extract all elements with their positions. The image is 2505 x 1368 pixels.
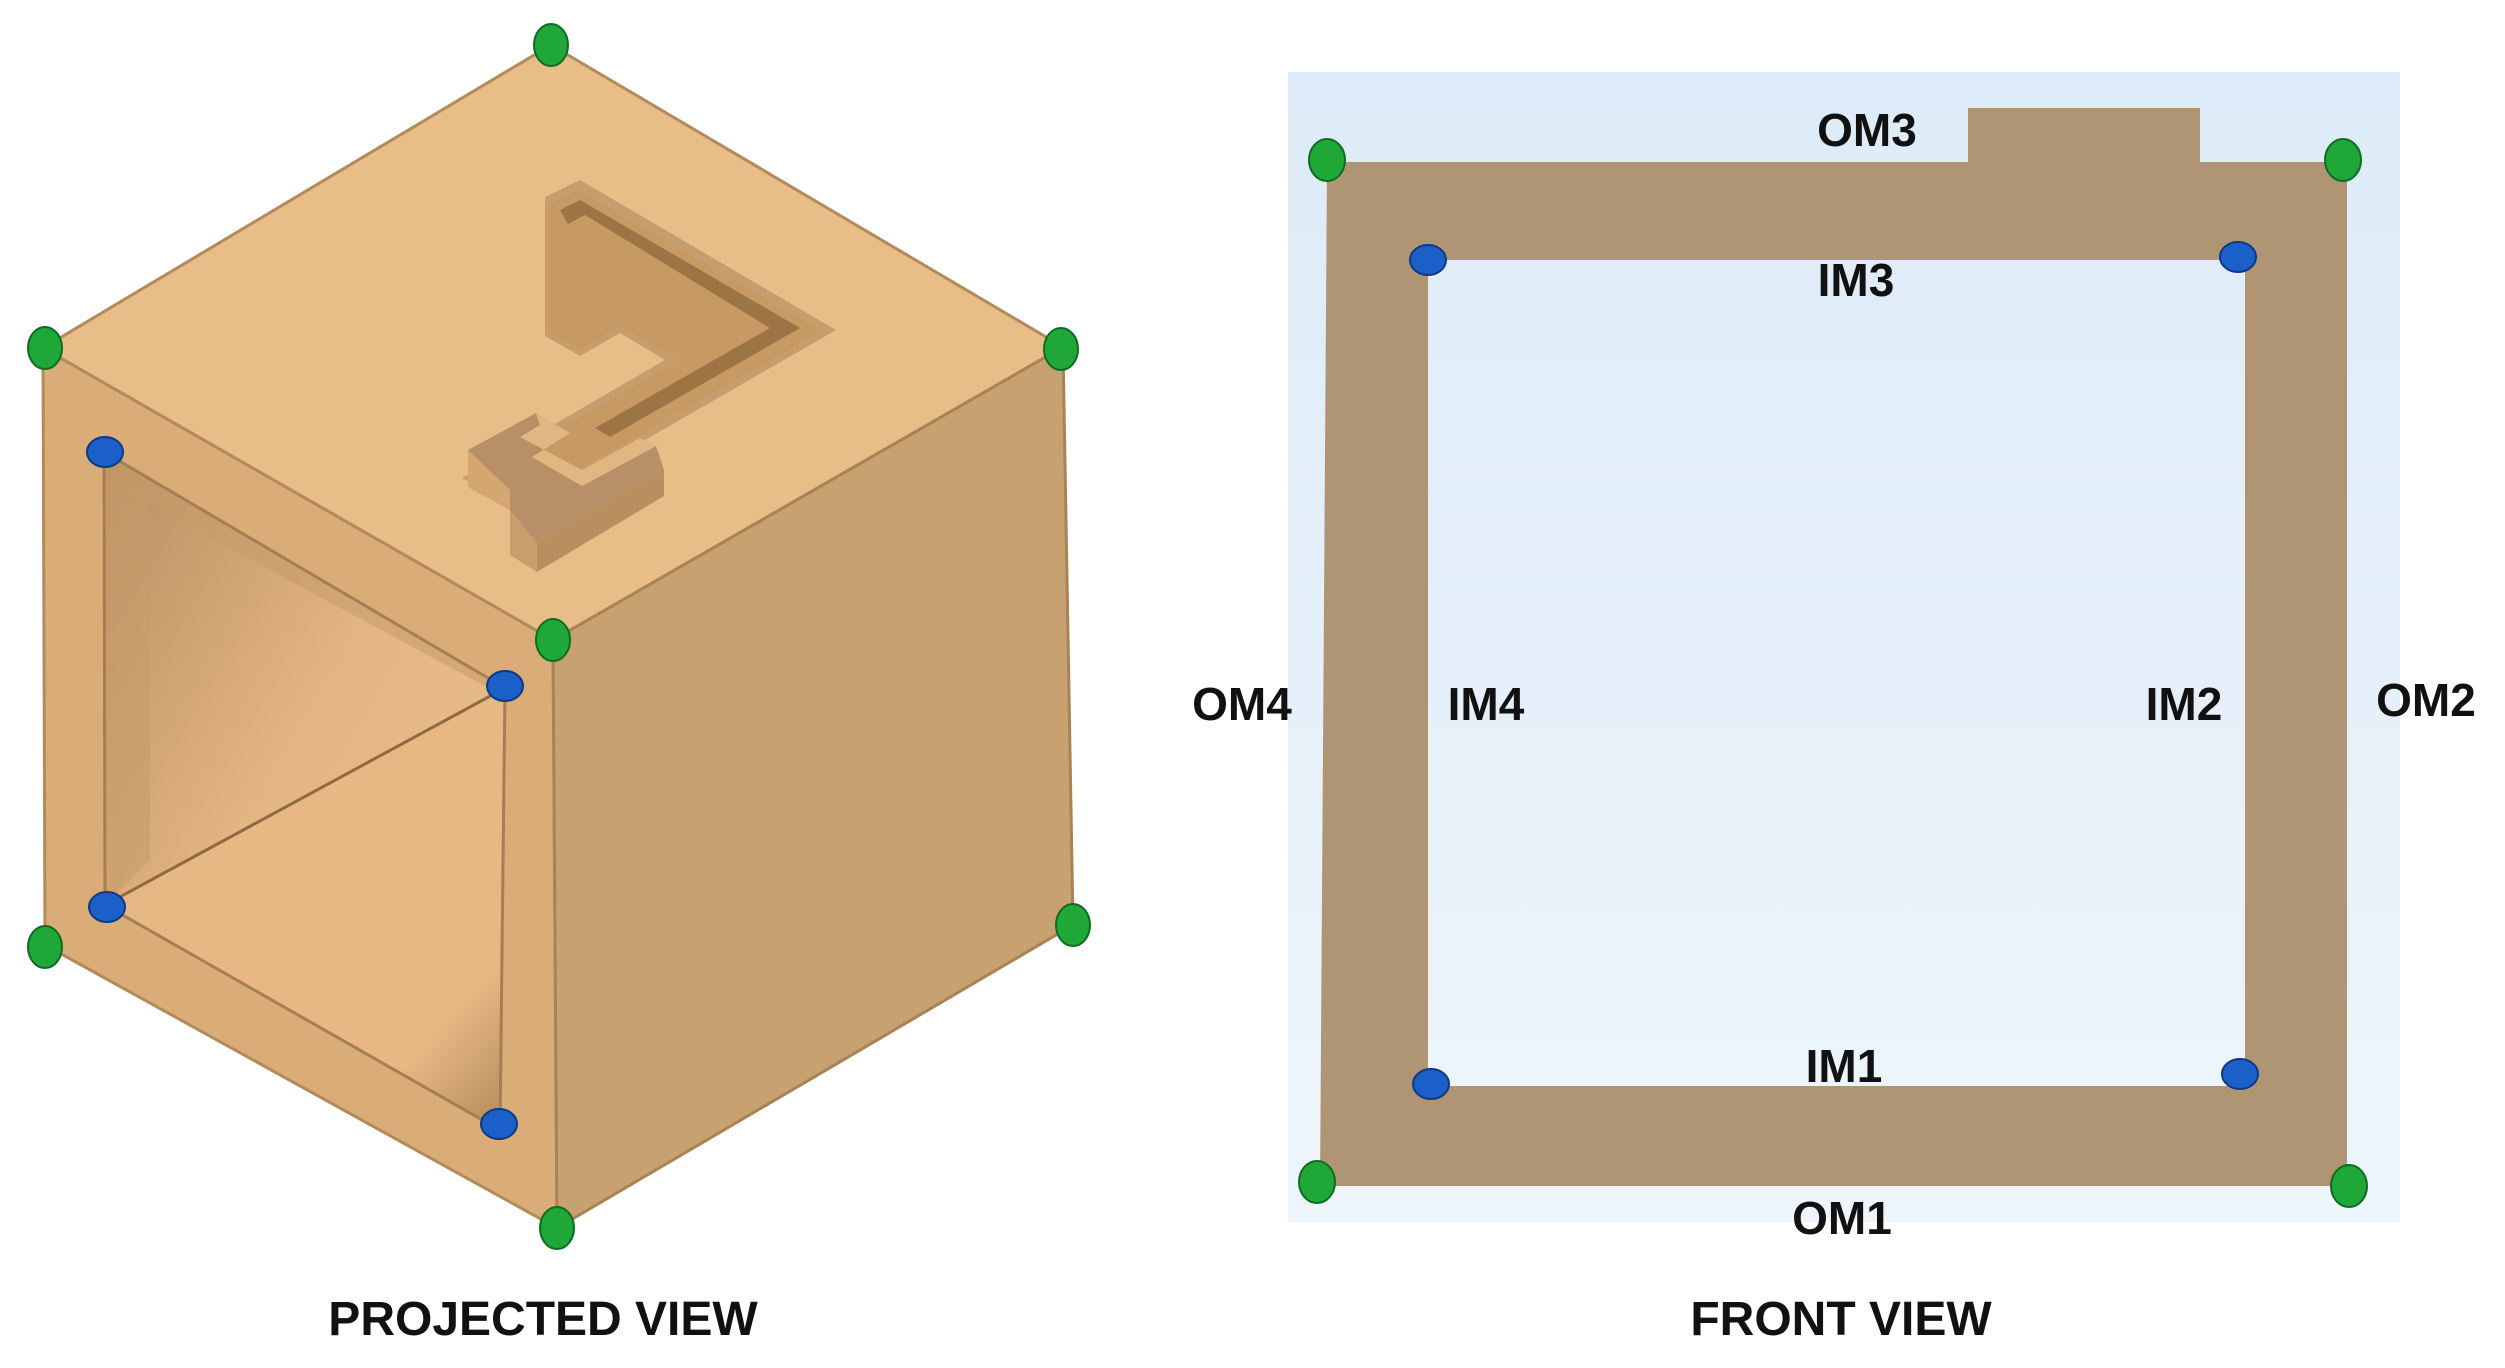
label-om1: OM1: [1792, 1192, 1892, 1244]
outer-marker-icon: [27, 925, 63, 969]
cube-inner-floor: [105, 688, 505, 1130]
projected-outer-markers: [27, 23, 1091, 1250]
inner-marker-icon: [1412, 1068, 1450, 1100]
outer-marker-icon: [1308, 138, 1346, 182]
label-im4: IM4: [1448, 678, 1525, 730]
projected-view-caption: PROJECTED VIEW: [328, 1293, 758, 1346]
label-im3: IM3: [1818, 254, 1895, 306]
front-view-panel: [1288, 72, 2400, 1222]
outer-marker-icon: [1043, 327, 1079, 371]
label-om2: OM2: [2376, 674, 2476, 726]
outer-marker-icon: [2330, 1164, 2368, 1208]
inner-marker-icon: [1409, 244, 1447, 276]
outer-marker-icon: [2324, 138, 2362, 182]
projected-view: PROJECTED VIEW: [27, 23, 1091, 1346]
label-im2: IM2: [2146, 678, 2223, 730]
outer-marker-icon: [539, 1206, 575, 1250]
inner-marker-icon: [2221, 1058, 2259, 1090]
inner-marker-icon: [480, 1108, 518, 1140]
front-view: OM3 IM3 OM4 IM4 IM2 OM2 IM1 OM1 FRONT VI…: [1192, 72, 2476, 1346]
cube-inner-back-wall: [104, 452, 505, 905]
label-im1: IM1: [1806, 1040, 1883, 1092]
outer-marker-icon: [1055, 903, 1091, 947]
top-face-raised-block: [468, 413, 664, 572]
outer-marker-icon: [1298, 1160, 1336, 1204]
outer-marker-icon: [533, 23, 569, 67]
inner-marker-icon: [486, 670, 524, 702]
inner-marker-icon: [2219, 241, 2257, 273]
front-outer-markers: [1298, 138, 2368, 1208]
outer-marker-icon: [27, 326, 63, 370]
cube-inner-edge: [104, 686, 506, 907]
label-om3: OM3: [1817, 104, 1917, 156]
front-inner-markers: [1409, 241, 2259, 1100]
front-view-caption: FRONT VIEW: [1690, 1293, 1992, 1346]
inner-marker-icon: [86, 436, 124, 468]
projected-inner-markers: [86, 436, 524, 1140]
label-om4: OM4: [1192, 678, 1292, 730]
inner-marker-icon: [88, 891, 126, 923]
outer-marker-icon: [535, 618, 571, 662]
